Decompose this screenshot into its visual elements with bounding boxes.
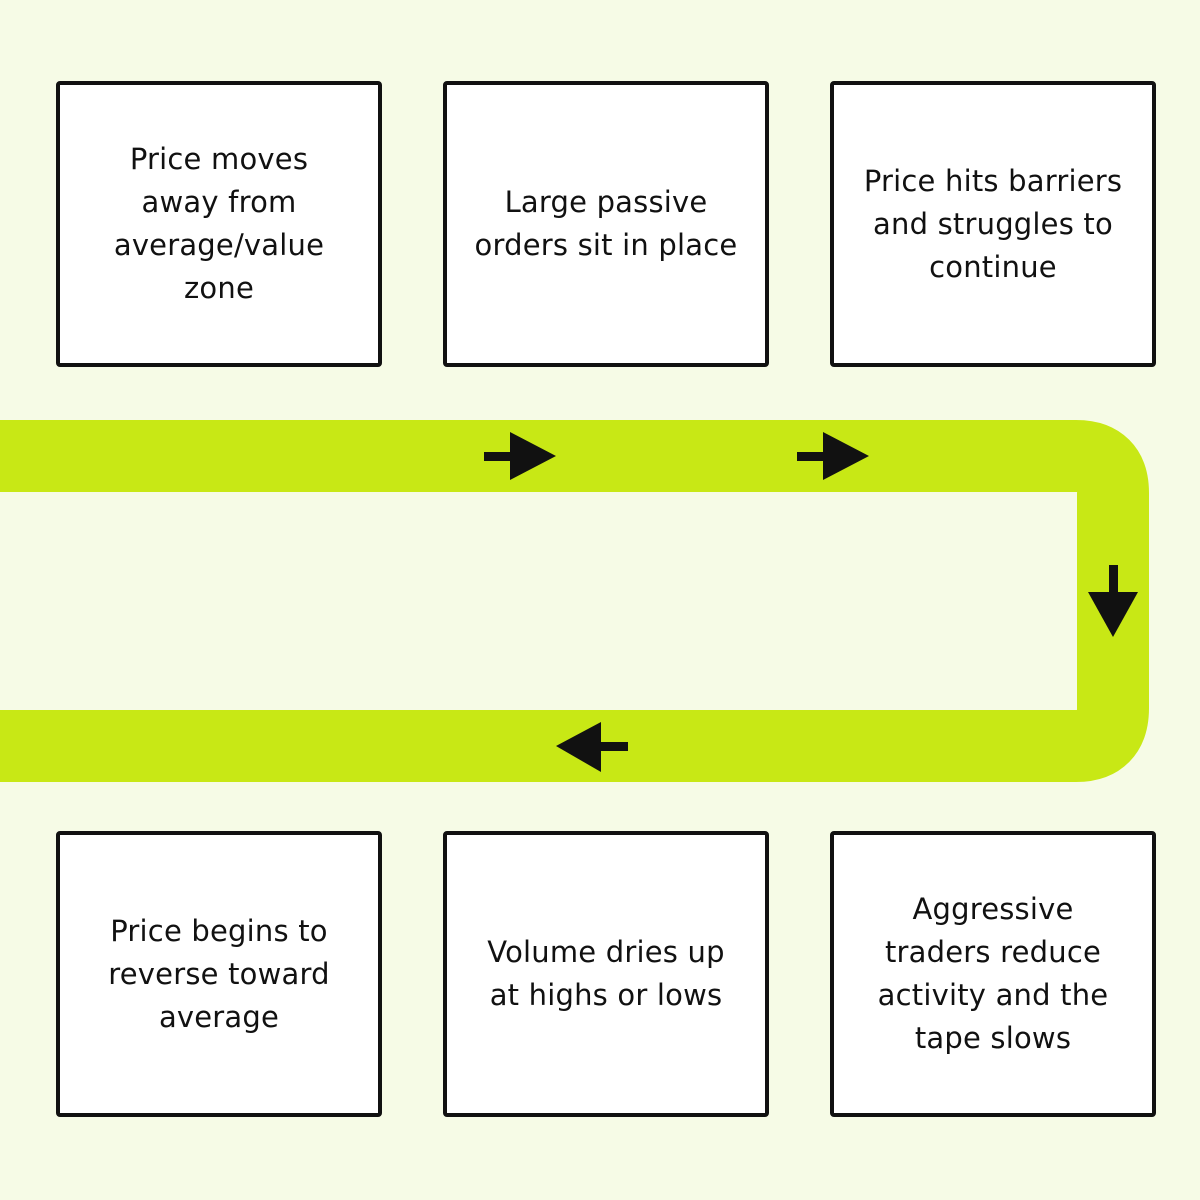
left-arrow-icon: [556, 722, 628, 772]
step-text: Aggressive traders reduce activity and t…: [877, 892, 1109, 1055]
step-box-price-hits-barriers: Price hits barriers and struggles to con…: [830, 81, 1156, 367]
step-box-aggressive-traders: Aggressive traders reduce activity and t…: [830, 831, 1156, 1117]
step-text: Price moves away from average/value zone: [113, 142, 325, 305]
step-box-price-moves-away: Price moves away from average/value zone: [56, 81, 382, 367]
step-text: Large passive orders sit in place: [474, 185, 738, 262]
down-arrow-icon: [1088, 565, 1138, 637]
step-box-passive-orders: Large passive orders sit in place: [443, 81, 769, 367]
step-text: Price hits barriers and struggles to con…: [863, 163, 1123, 284]
right-arrow-icon: [797, 432, 869, 480]
step-box-price-reverses: Price begins to reverse toward average: [56, 831, 382, 1117]
step-text: Price begins to reverse toward average: [108, 913, 330, 1034]
right-arrow-icon: [484, 432, 556, 480]
flow-path: [0, 420, 1149, 782]
step-text: Volume dries up at highs or lows: [487, 935, 725, 1012]
step-box-volume-dries-up: Volume dries up at highs or lows: [443, 831, 769, 1117]
